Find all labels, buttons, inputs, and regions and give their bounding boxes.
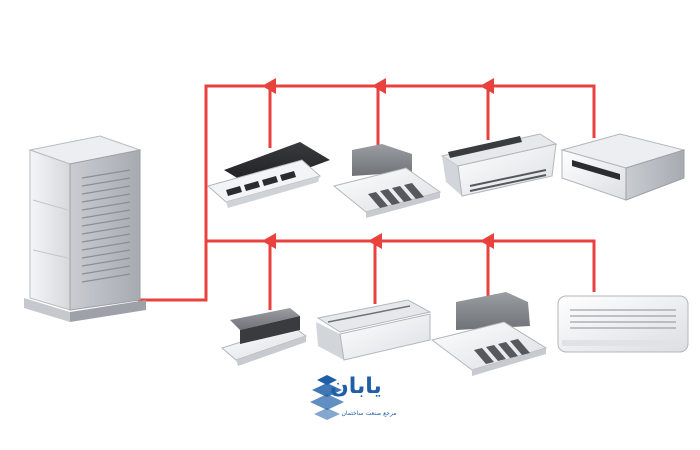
flow-arrow-icon [480, 233, 494, 249]
four-way-cassette-icon [430, 292, 548, 376]
ceiling-concealed-icon [316, 299, 432, 361]
stacked-cubes-logo-icon [310, 375, 344, 420]
refrigerant-piping [138, 78, 596, 310]
lower-header-pipe [206, 239, 596, 292]
flow-arrow-icon [480, 78, 494, 94]
one-way-cassette-icon [220, 308, 308, 366]
flow-arrow-icon [368, 233, 382, 249]
brand-name: یابان [330, 374, 382, 399]
vrf-outdoor-condenser-icon [24, 135, 146, 322]
brand-tagline: مرجع صنعت ساختمان [341, 410, 397, 417]
wall-mounted-icon [557, 295, 689, 353]
flow-arrow-icon [262, 233, 276, 249]
four-way-cassette-dark-icon [206, 142, 330, 208]
four-way-cassette-icon [332, 144, 442, 218]
ducted-ceiling-icon [560, 133, 686, 201]
main-pipe [138, 84, 596, 302]
ceiling-suspended-icon [440, 133, 558, 197]
brand-logo: یابان مرجع صنعت ساختمان [300, 374, 410, 428]
flow-arrow-icon [372, 78, 386, 94]
flow-arrow-icon [262, 78, 276, 94]
